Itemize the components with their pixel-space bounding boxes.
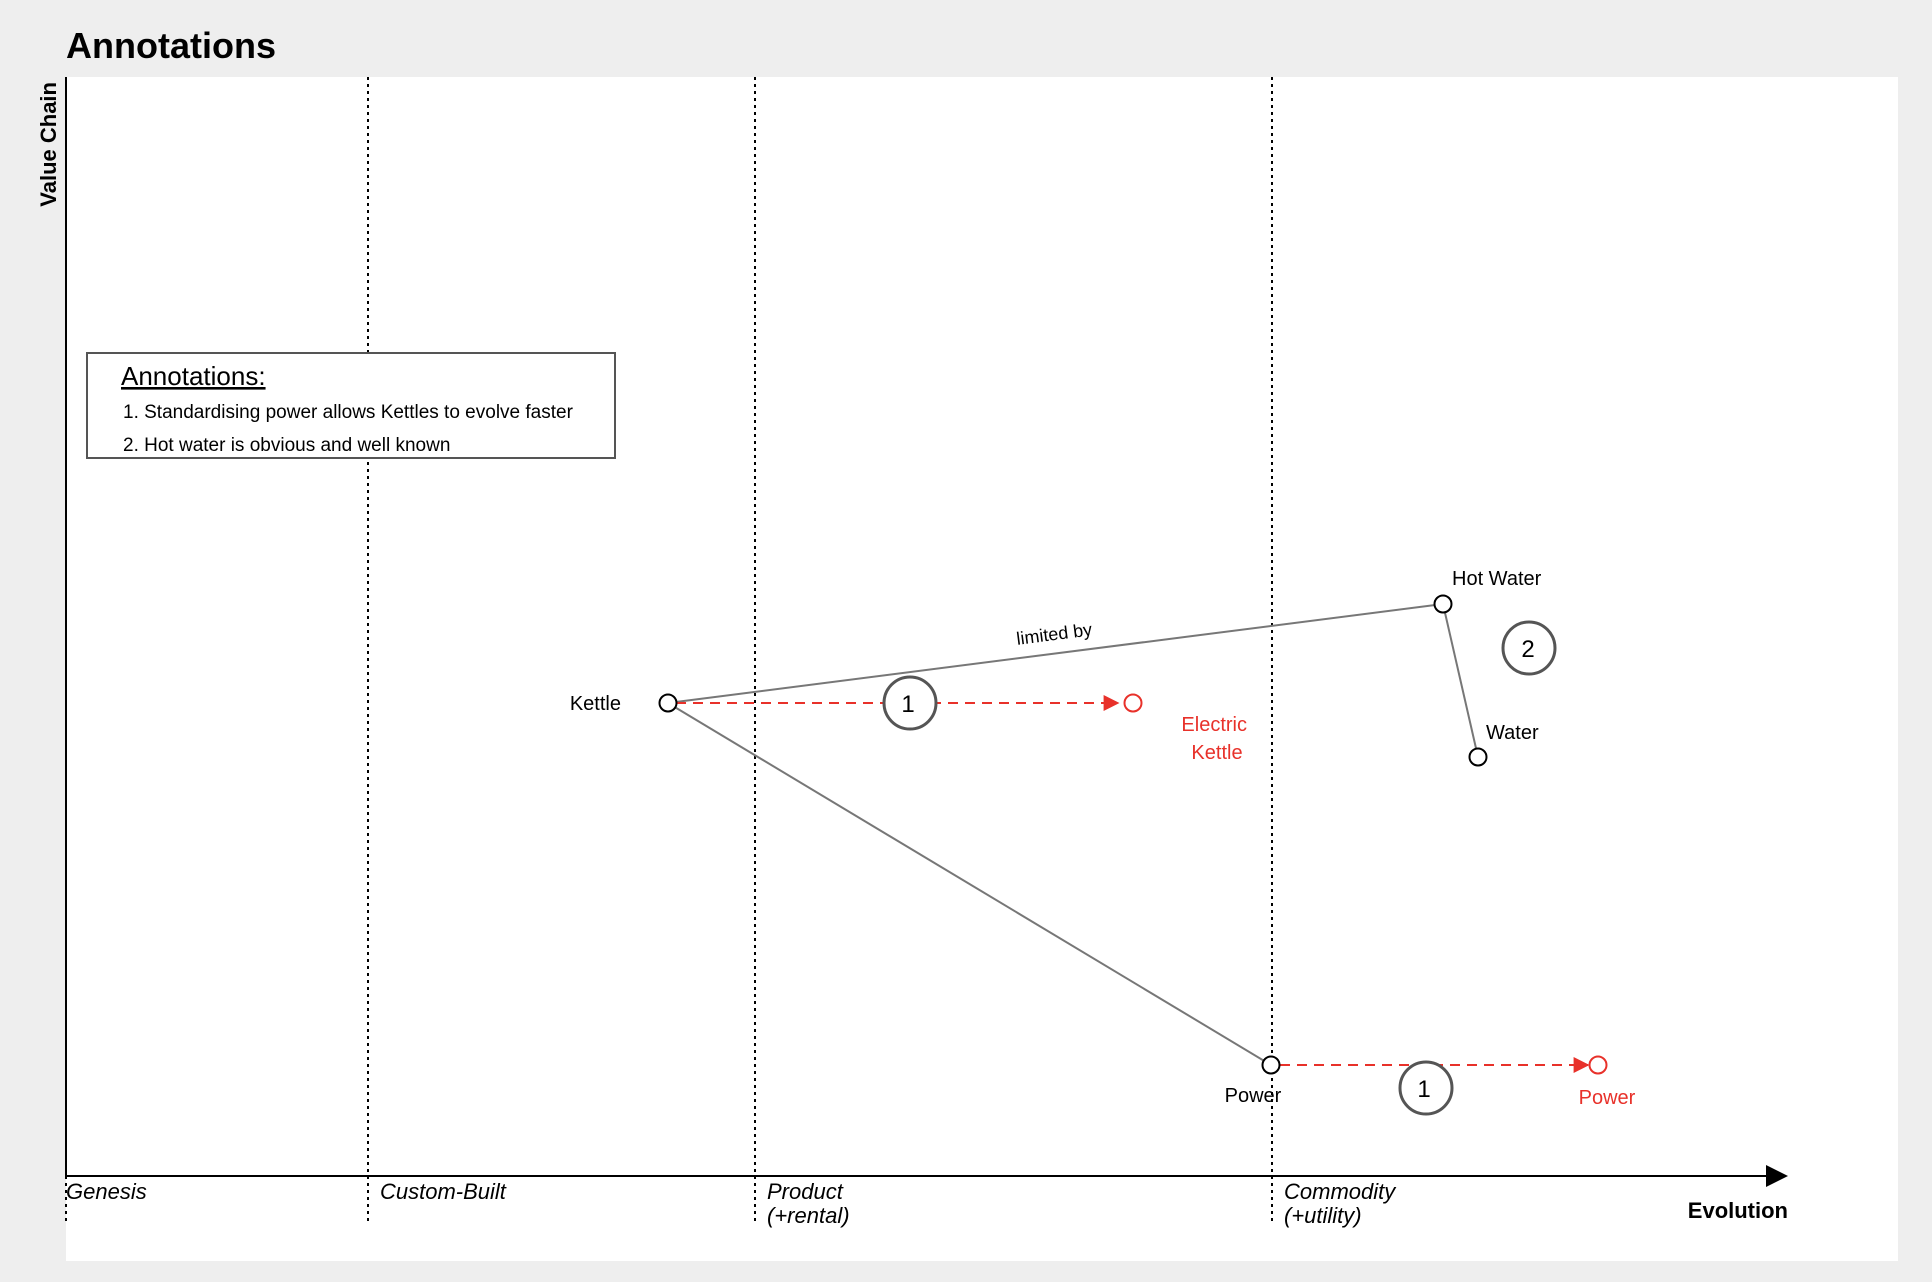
- component-power-label: Power: [1225, 1085, 1282, 1107]
- annotation-marker-1a[interactable]: 1: [882, 675, 938, 731]
- component-power-node[interactable]: [1261, 1055, 1281, 1075]
- svg-text:2: 2: [1521, 636, 1534, 663]
- annotations-box: Annotations: 1. Standardising power allo…: [86, 352, 616, 459]
- link-kettle-power[interactable]: [667, 702, 1272, 1066]
- component-kettle-label: Kettle: [570, 693, 621, 715]
- x-axis-label: Evolution: [1688, 1198, 1788, 1223]
- annotations-box-title: Annotations:: [121, 361, 266, 391]
- y-axis-label: Value Chain: [36, 82, 61, 207]
- page-title: Annotations: [66, 25, 276, 66]
- link-hot-water-water[interactable]: [1442, 603, 1479, 758]
- component-water-node[interactable]: [1468, 747, 1488, 767]
- svg-text:1: 1: [901, 691, 914, 718]
- evolved-power-node[interactable]: [1588, 1055, 1608, 1075]
- evolved-electric-kettle-label: Electric Kettle: [1181, 714, 1252, 764]
- annotation-marker-2[interactable]: 2: [1501, 620, 1557, 676]
- annotation-item-2: 2. Hot water is obvious and well known: [123, 435, 450, 456]
- stage-label-commodity: Commodity (+utility): [1284, 1179, 1401, 1228]
- annotation-item-1: 1. Standardising power allows Kettles to…: [123, 402, 574, 423]
- stage-label-product: Product (+rental): [767, 1179, 850, 1228]
- evolution-axis-arrowhead: [1766, 1165, 1788, 1187]
- component-water-label: Water: [1486, 722, 1539, 744]
- link-kettle-hot-water[interactable]: [667, 603, 1444, 704]
- evolved-power-label: Power: [1579, 1087, 1636, 1109]
- stage-label-genesis: Genesis: [66, 1179, 147, 1204]
- component-kettle-node[interactable]: [658, 693, 678, 713]
- component-hot-water-label: Hot Water: [1452, 568, 1542, 590]
- map-canvas: [66, 77, 1898, 1261]
- component-hot-water-node[interactable]: [1433, 594, 1453, 614]
- stage-label-custom-built: Custom-Built: [380, 1179, 507, 1204]
- annotation-marker-1b[interactable]: 1: [1398, 1060, 1454, 1116]
- svg-text:1: 1: [1417, 1076, 1430, 1103]
- evolved-electric-kettle-node[interactable]: [1123, 693, 1143, 713]
